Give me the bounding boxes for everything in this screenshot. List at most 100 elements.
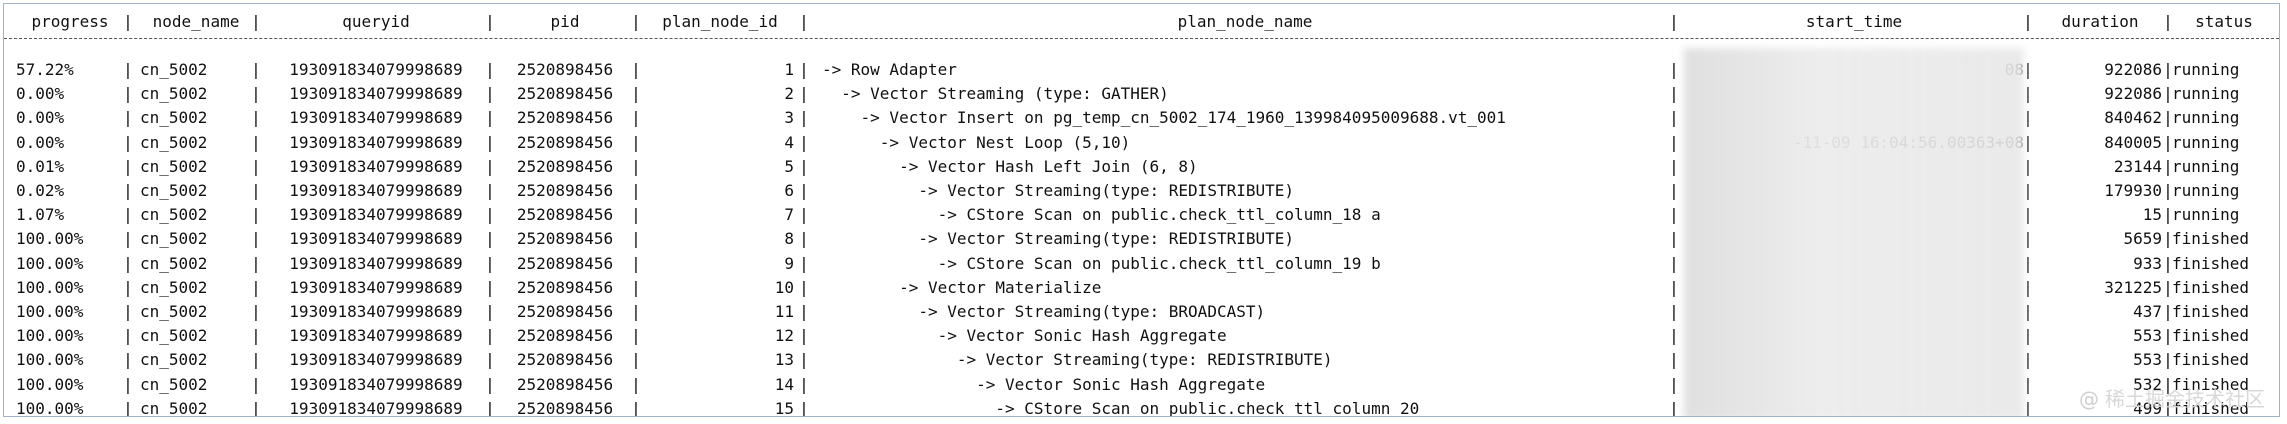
column-separator: |	[485, 277, 495, 297]
cell-node-name: cn_5002	[140, 205, 208, 225]
column-separator: |	[123, 398, 133, 417]
cell-plan-node-id: 8	[784, 229, 794, 249]
cell-progress: 100.00%	[16, 302, 84, 321]
column-separator: |	[123, 277, 133, 297]
column-separator: |	[2163, 374, 2173, 394]
column-separator: |	[251, 12, 261, 31]
cell-plan-node-name: -> CStore Scan on public.check_ttl_colum…	[822, 205, 1381, 225]
cell-plan-node-name: -> CStore Scan on public.check_ttl_colum…	[822, 253, 1381, 273]
column-separator: |	[799, 374, 809, 394]
column-separator: |	[631, 132, 641, 152]
cell-queryid: 193091834079998689	[289, 181, 463, 200]
cell-plan-node-name: -> Vector Hash Left Join (6, 8)	[822, 156, 1198, 176]
column-separator: |	[631, 84, 641, 104]
column-separator: |	[2163, 60, 2173, 79]
column-separator: |	[251, 398, 261, 417]
cell-status: finished	[2172, 229, 2250, 249]
column-separator: |	[123, 132, 133, 152]
cell-status: running	[2172, 205, 2240, 225]
column-separator: |	[799, 326, 809, 346]
column-separator: |	[2023, 277, 2033, 297]
header-separator	[4, 38, 2279, 39]
cell-pid: 2520898456	[516, 205, 614, 225]
column-separator: |	[799, 84, 809, 104]
column-separator: |	[2163, 253, 2173, 273]
cell-node-name: cn_5002	[140, 156, 208, 176]
column-separator: |	[2163, 302, 2173, 321]
column-separator: |	[2023, 156, 2033, 176]
column-separator: |	[2163, 350, 2173, 370]
column-header-queryid: queryid	[342, 12, 410, 31]
column-separator: |	[631, 326, 641, 346]
cell-status: finished	[2172, 326, 2250, 346]
column-separator: |	[631, 60, 641, 79]
cell-status: finished	[2172, 374, 2250, 394]
column-separator: |	[485, 398, 495, 417]
column-separator: |	[631, 374, 641, 394]
column-separator: |	[123, 12, 133, 31]
cell-duration: 321225	[2104, 277, 2162, 297]
cell-plan-node-id: 7	[784, 205, 794, 225]
column-separator: |	[251, 205, 261, 225]
column-separator: |	[485, 156, 495, 176]
column-separator: |	[2023, 108, 2033, 128]
cell-plan-node-name: -> CStore Scan on public.check_ttl_colum…	[822, 398, 1420, 417]
cell-node-name: cn_5002	[140, 374, 208, 394]
column-separator: |	[485, 229, 495, 249]
cell-duration: 933	[2133, 253, 2162, 273]
cell-pid: 2520898456	[516, 350, 614, 370]
column-separator: |	[2023, 398, 2033, 417]
column-separator: |	[2023, 60, 2033, 79]
cell-pid: 2520898456	[516, 229, 614, 249]
column-separator: |	[251, 374, 261, 394]
column-separator: |	[1669, 84, 1679, 104]
cell-progress: 0.00%	[16, 108, 65, 128]
column-separator: |	[799, 398, 809, 417]
column-separator: |	[251, 60, 261, 79]
cell-pid: 2520898456	[516, 132, 614, 152]
redacted-start-time-area	[1684, 48, 2024, 416]
cell-plan-node-id: 3	[784, 108, 794, 128]
cell-progress: 0.00%	[16, 84, 65, 104]
column-separator: |	[2023, 253, 2033, 273]
cell-node-name: cn_5002	[140, 253, 208, 273]
cell-plan-node-name: -> Row Adapter	[822, 60, 957, 79]
cell-queryid: 193091834079998689	[289, 108, 463, 128]
cell-progress: 100.00%	[16, 229, 84, 249]
cell-plan-node-name: -> Vector Materialize	[822, 277, 1102, 297]
column-separator: |	[799, 181, 809, 200]
column-separator: |	[123, 84, 133, 104]
cell-duration: 553	[2133, 326, 2162, 346]
column-separator: |	[2023, 181, 2033, 200]
cell-node-name: cn_5002	[140, 132, 208, 152]
cell-pid: 2520898456	[516, 60, 614, 79]
column-separator: |	[631, 229, 641, 249]
cell-duration: 499	[2133, 398, 2162, 417]
column-separator: |	[2163, 108, 2173, 128]
cell-progress: 100.00%	[16, 253, 84, 273]
cell-status: running	[2172, 156, 2240, 176]
cell-plan-node-id: 9	[784, 253, 794, 273]
cell-status: running	[2172, 132, 2240, 152]
column-separator: |	[1669, 181, 1679, 200]
cell-status: finished	[2172, 277, 2250, 297]
watermark: @稀土掘金技术社区	[2079, 387, 2265, 411]
cell-status: running	[2172, 60, 2240, 79]
cell-progress: 100.00%	[16, 374, 84, 394]
cell-queryid: 193091834079998689	[289, 84, 463, 104]
column-separator: |	[2023, 229, 2033, 249]
column-separator: |	[1669, 253, 1679, 273]
cell-queryid: 193091834079998689	[289, 60, 463, 79]
column-separator: |	[123, 350, 133, 370]
column-separator: |	[485, 302, 495, 321]
column-separator: |	[485, 205, 495, 225]
cell-plan-node-id: 11	[774, 302, 794, 321]
cell-plan-node-name: -> Vector Streaming(type: REDISTRIBUTE)	[822, 229, 1295, 249]
column-separator: |	[485, 374, 495, 394]
column-separator: |	[251, 229, 261, 249]
column-separator: |	[251, 277, 261, 297]
cell-progress: 0.02%	[16, 181, 65, 200]
column-separator: |	[2023, 350, 2033, 370]
cell-pid: 2520898456	[516, 398, 614, 417]
